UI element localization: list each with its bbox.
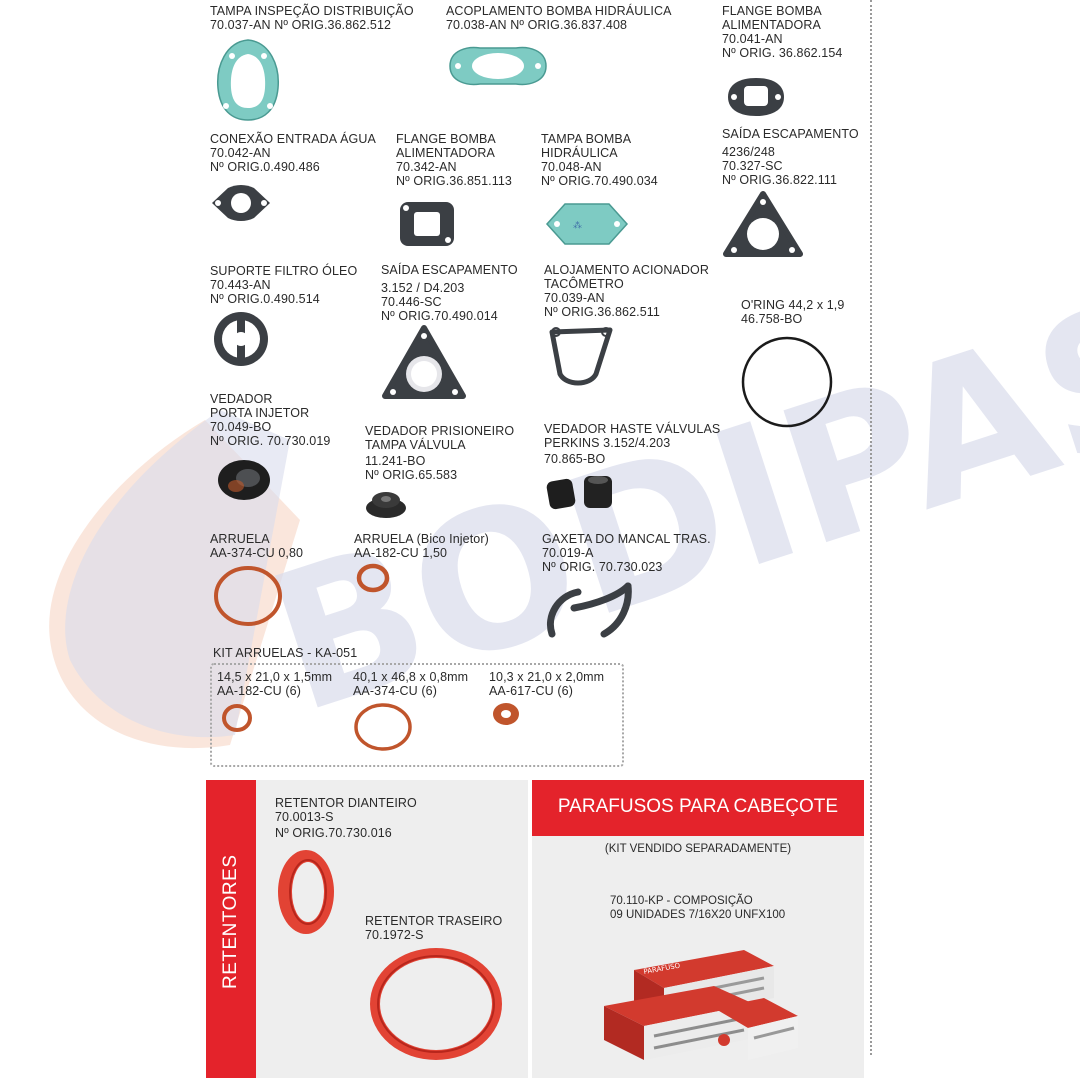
parafusos-title: PARAFUSOS PARA CABEÇOTE xyxy=(557,796,839,817)
kit-washer-3-image xyxy=(493,703,519,725)
parafusos-note: (KIT VENDIDO SEPARADAMENTE) xyxy=(604,843,792,855)
oring-image xyxy=(741,336,833,428)
seal-haste-image xyxy=(546,476,612,510)
kit-box xyxy=(210,663,624,767)
gasket-flange-1-image xyxy=(728,78,784,116)
seal-prisioneiro-image xyxy=(366,492,406,518)
kit-washer-2-image xyxy=(354,703,412,751)
gasket-suporte-filtro-image xyxy=(214,312,268,366)
retentor-traseiro-image xyxy=(370,948,502,1060)
gasket-alojamento-image xyxy=(549,327,613,386)
gasket-saida-esc-1-image xyxy=(723,191,803,257)
gasket-tampa-bomba-image: ⁂ xyxy=(545,203,629,245)
divider-line xyxy=(870,0,872,1055)
kit-title: KIT ARRUELAS - KA-051 xyxy=(213,646,358,660)
svg-text:⁂: ⁂ xyxy=(573,220,582,231)
gasket-flange-2-image xyxy=(400,202,454,246)
retentores-sidebar xyxy=(206,780,256,1078)
retentor-dianteiro-image xyxy=(278,850,334,934)
gasket-conexao-image xyxy=(212,185,270,221)
parafusos-boxes-image: PARAFUSO xyxy=(604,950,798,1060)
gasket-acoplamento-image xyxy=(449,46,547,86)
retentores-label: RETENTORES xyxy=(220,854,241,989)
gasket-saida-esc-2-image xyxy=(382,325,466,399)
washer-aa374-image xyxy=(214,566,282,626)
parafusos-header xyxy=(532,780,864,836)
seal-porta-injetor-image xyxy=(218,460,270,500)
gasket-tampa-inspecao-image xyxy=(217,39,279,121)
washer-aa182-image xyxy=(356,563,390,593)
kit-washer-1-image xyxy=(222,704,252,732)
gasket-mancal-image xyxy=(547,582,632,638)
item-arruela-bico: ARRUELA (Bico Injetor)AA-182-CU 1,50 xyxy=(354,532,489,560)
